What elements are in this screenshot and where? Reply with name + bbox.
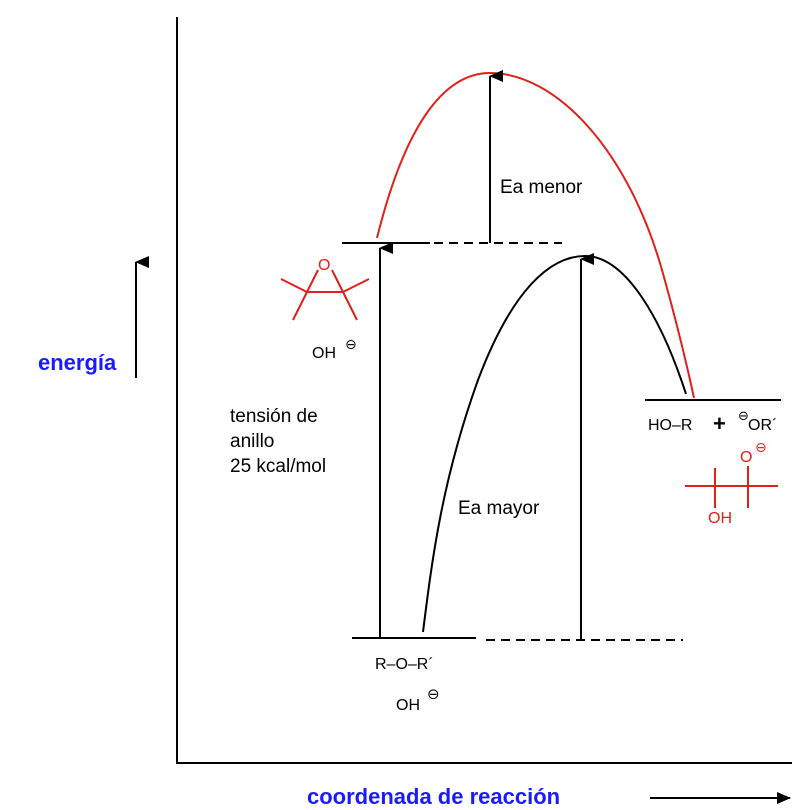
product-formula-right: OR´ xyxy=(748,417,777,434)
strained-path-curve xyxy=(376,71,695,399)
red-product-structure xyxy=(685,466,778,508)
ether-hydroxide: OH xyxy=(396,697,420,714)
ether-hydroxide-charge: ⊖ xyxy=(427,686,440,703)
epoxide-structure: O xyxy=(280,257,370,321)
ea-menor-label: Ea menor xyxy=(500,177,583,198)
product-alkoxide-charge: ⊖ xyxy=(738,408,749,423)
ring-strain-label-line2: anillo xyxy=(230,431,274,452)
red-product-oxygen-charge: ⊖ xyxy=(755,439,767,455)
red-product-oxygen: O xyxy=(740,449,752,466)
ether-formula: R–O–R´ xyxy=(375,656,434,673)
product-formula-left: HO–R xyxy=(648,417,692,434)
product-plus: + xyxy=(713,411,726,436)
epoxide-hydroxide-charge: ⊖ xyxy=(345,336,357,352)
y-axis-label: energía xyxy=(38,350,117,375)
epoxide-oxygen: O xyxy=(318,257,330,274)
epoxide-hydroxide: OH xyxy=(312,345,336,362)
red-product-hydroxyl: OH xyxy=(708,510,732,527)
x-axis-label: coordenada de reacción xyxy=(307,784,560,809)
ring-strain-label-line3: 25 kcal/mol xyxy=(230,456,326,477)
unstrained-path-curve xyxy=(422,254,687,633)
ea-mayor-label: Ea mayor xyxy=(458,498,540,519)
ring-strain-label-line1: tensión de xyxy=(230,406,318,427)
